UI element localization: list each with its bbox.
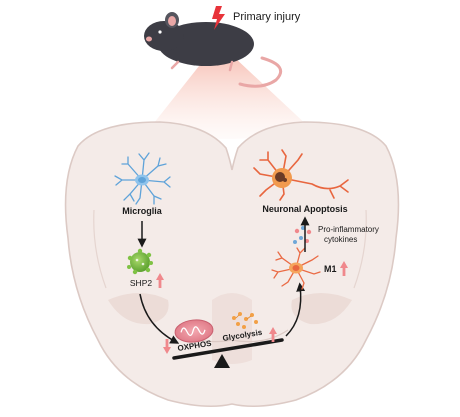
- lightning-icon: [212, 6, 225, 30]
- microglia-label: Microglia: [122, 206, 163, 216]
- up-arrow-icon: [269, 327, 277, 342]
- neuronal-apoptosis-label: Neuronal Apoptosis: [262, 204, 347, 214]
- mouse-illustration: [144, 12, 283, 88]
- balance-fulcrum: [214, 354, 230, 368]
- up-arrow-icon: [340, 261, 348, 276]
- shp2-microglia-icon: [127, 248, 153, 275]
- m1-label: M1: [324, 264, 337, 274]
- arrow-balance-to-m1: [285, 282, 306, 337]
- shp2-label: SHP2: [130, 278, 152, 288]
- glycolysis-molecules: [232, 312, 258, 329]
- spotlight-cone: [150, 42, 310, 139]
- cytokines-icon: [293, 226, 312, 244]
- arrow-shp2-to-balance: [139, 293, 180, 344]
- mitochondrion-icon: [174, 319, 214, 343]
- primary-injury-label: Primary injury: [233, 11, 301, 23]
- apoptotic-neuron-icon: [253, 149, 349, 201]
- balance-beam: [172, 338, 284, 360]
- up-arrow-icon: [156, 273, 164, 288]
- cytokines-label-line2: cytokines: [324, 235, 357, 244]
- brain-slice: [64, 121, 400, 408]
- cytokines-label-line1: Pro-inflammatory: [318, 225, 379, 234]
- down-arrow-icon: [163, 339, 171, 354]
- microglia-resting-icon: [114, 152, 171, 205]
- m1-microglia-icon: [271, 247, 321, 290]
